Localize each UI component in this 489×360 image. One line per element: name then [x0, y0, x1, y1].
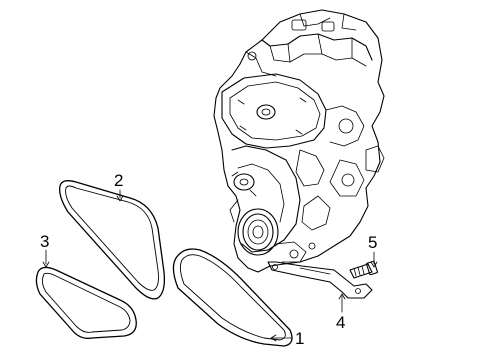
- belt-2: [59, 180, 166, 300]
- belt-1: [172, 248, 293, 347]
- engine-assembly: [213, 9, 385, 273]
- callout-5: 5: [368, 233, 377, 252]
- leader-lines: [42, 189, 378, 342]
- callout-1: 1: [295, 329, 304, 348]
- bolt-5: [349, 260, 378, 279]
- callout-2: 2: [114, 171, 123, 190]
- belt-3: [35, 266, 137, 339]
- callout-3: 3: [40, 232, 49, 251]
- bracket-4: [267, 261, 373, 299]
- callout-4: 4: [336, 313, 345, 332]
